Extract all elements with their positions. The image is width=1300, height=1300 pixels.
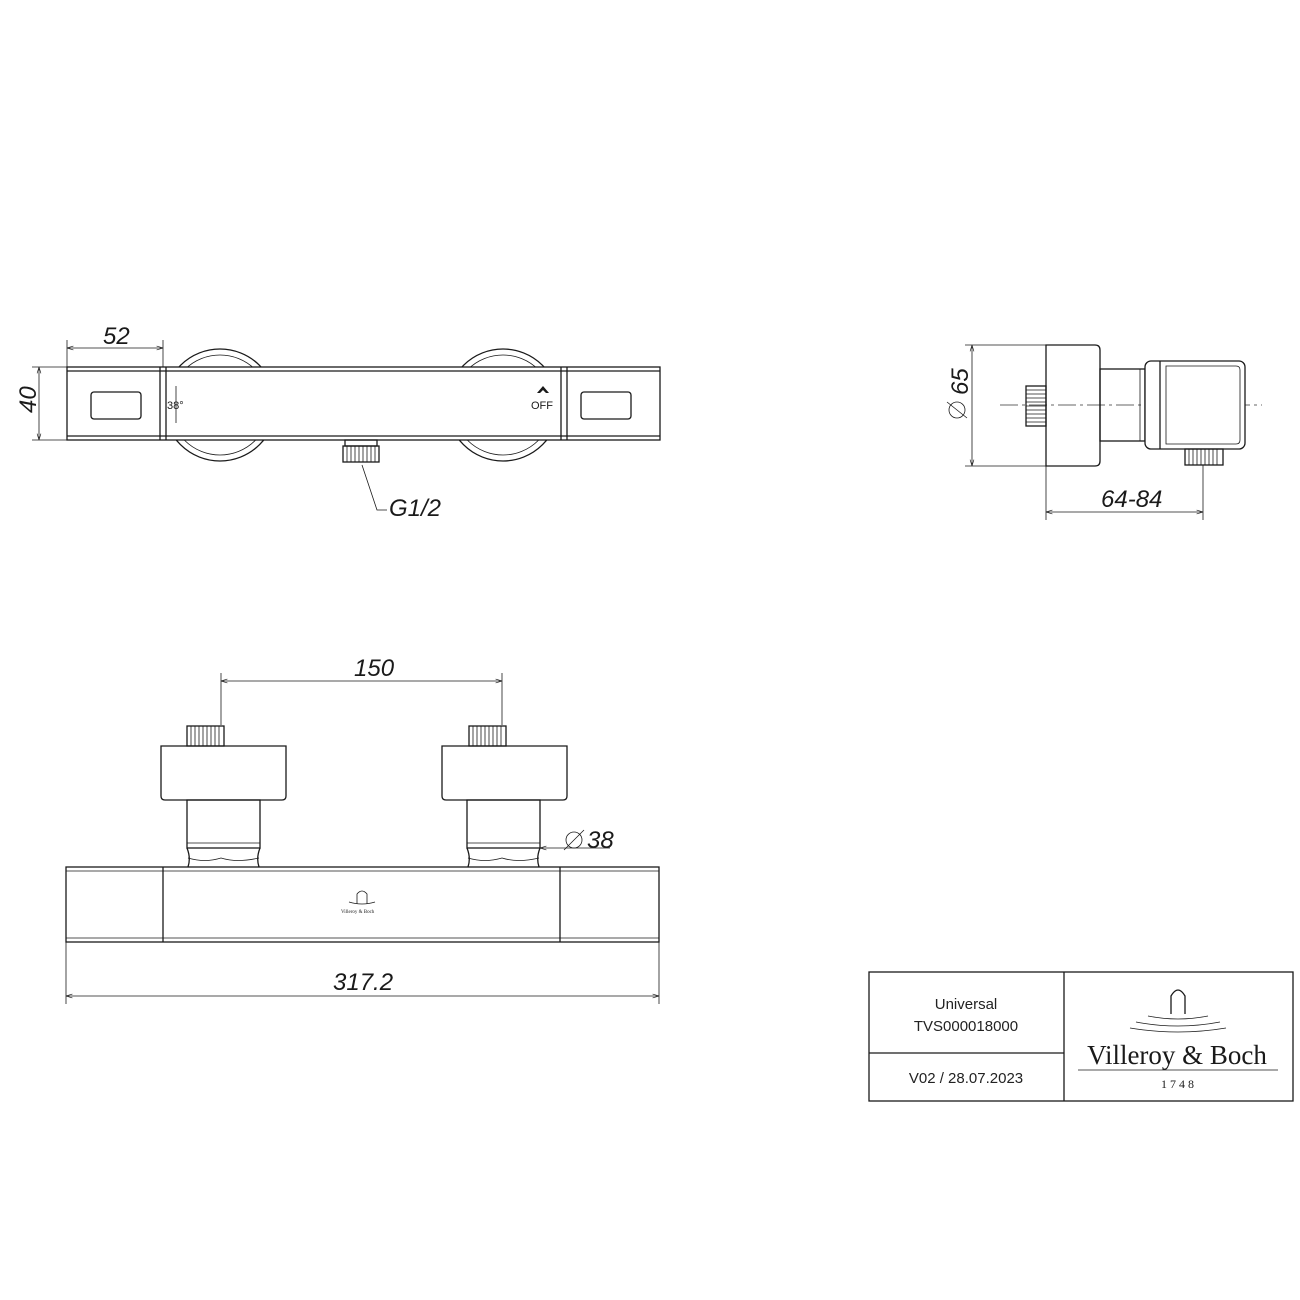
left-handle-window: [90, 391, 142, 420]
article-number: TVS000018000: [914, 1018, 1018, 1035]
off-arrow-icon: [537, 386, 549, 393]
off-marking: OFF: [531, 400, 553, 412]
right-handle-window: [580, 391, 632, 420]
brand-year: 1748: [1161, 1077, 1197, 1091]
temperature-stop-marking: 38°: [167, 400, 184, 412]
side-view: 65 64-84: [946, 344, 1262, 520]
front-right-thread: [468, 725, 507, 747]
tap-waves-logo-icon: [1129, 989, 1227, 1033]
top-body: [66, 366, 661, 441]
width-52-dimension: 52: [103, 323, 130, 350]
diameter-icon: [946, 401, 968, 419]
side-escutcheon: [1045, 344, 1101, 467]
spacing-150-dimension: 150: [354, 655, 395, 682]
front-view: 150 38: [65, 655, 660, 1004]
front-left-sleeve: [186, 799, 261, 849]
front-right-sleeve: [466, 799, 541, 849]
svg-text:Villeroy & Boch: Villeroy & Boch: [341, 910, 375, 915]
diameter-65-dimension: 65: [947, 368, 974, 395]
overall-length-dimension: 317.2: [333, 969, 393, 996]
brand-name: Villeroy & Boch: [1087, 1040, 1267, 1070]
front-left-escutcheon: [160, 745, 287, 801]
version-date: V02 / 28.07.2023: [909, 1070, 1023, 1087]
front-logo: Villeroy & Boch: [341, 890, 376, 915]
depth-range-dimension: 64-84: [1101, 486, 1162, 513]
diameter-38-dimension: 38: [587, 827, 614, 854]
diameter-38-icon: [563, 829, 585, 851]
product-name: Universal: [935, 996, 998, 1013]
front-left-thread: [186, 725, 225, 747]
outlet-thread: [342, 445, 380, 463]
title-block: Universal TVS000018000 V02 / 28.07.2023 …: [868, 971, 1294, 1102]
top-view: 38° OFF G1/2 52 40: [15, 323, 661, 522]
front-body: [65, 866, 660, 943]
thread-dimension: G1/2: [389, 495, 441, 522]
front-right-escutcheon: [441, 745, 568, 801]
height-40-dimension: 40: [15, 386, 42, 413]
side-outlet-thread: [1184, 448, 1224, 466]
